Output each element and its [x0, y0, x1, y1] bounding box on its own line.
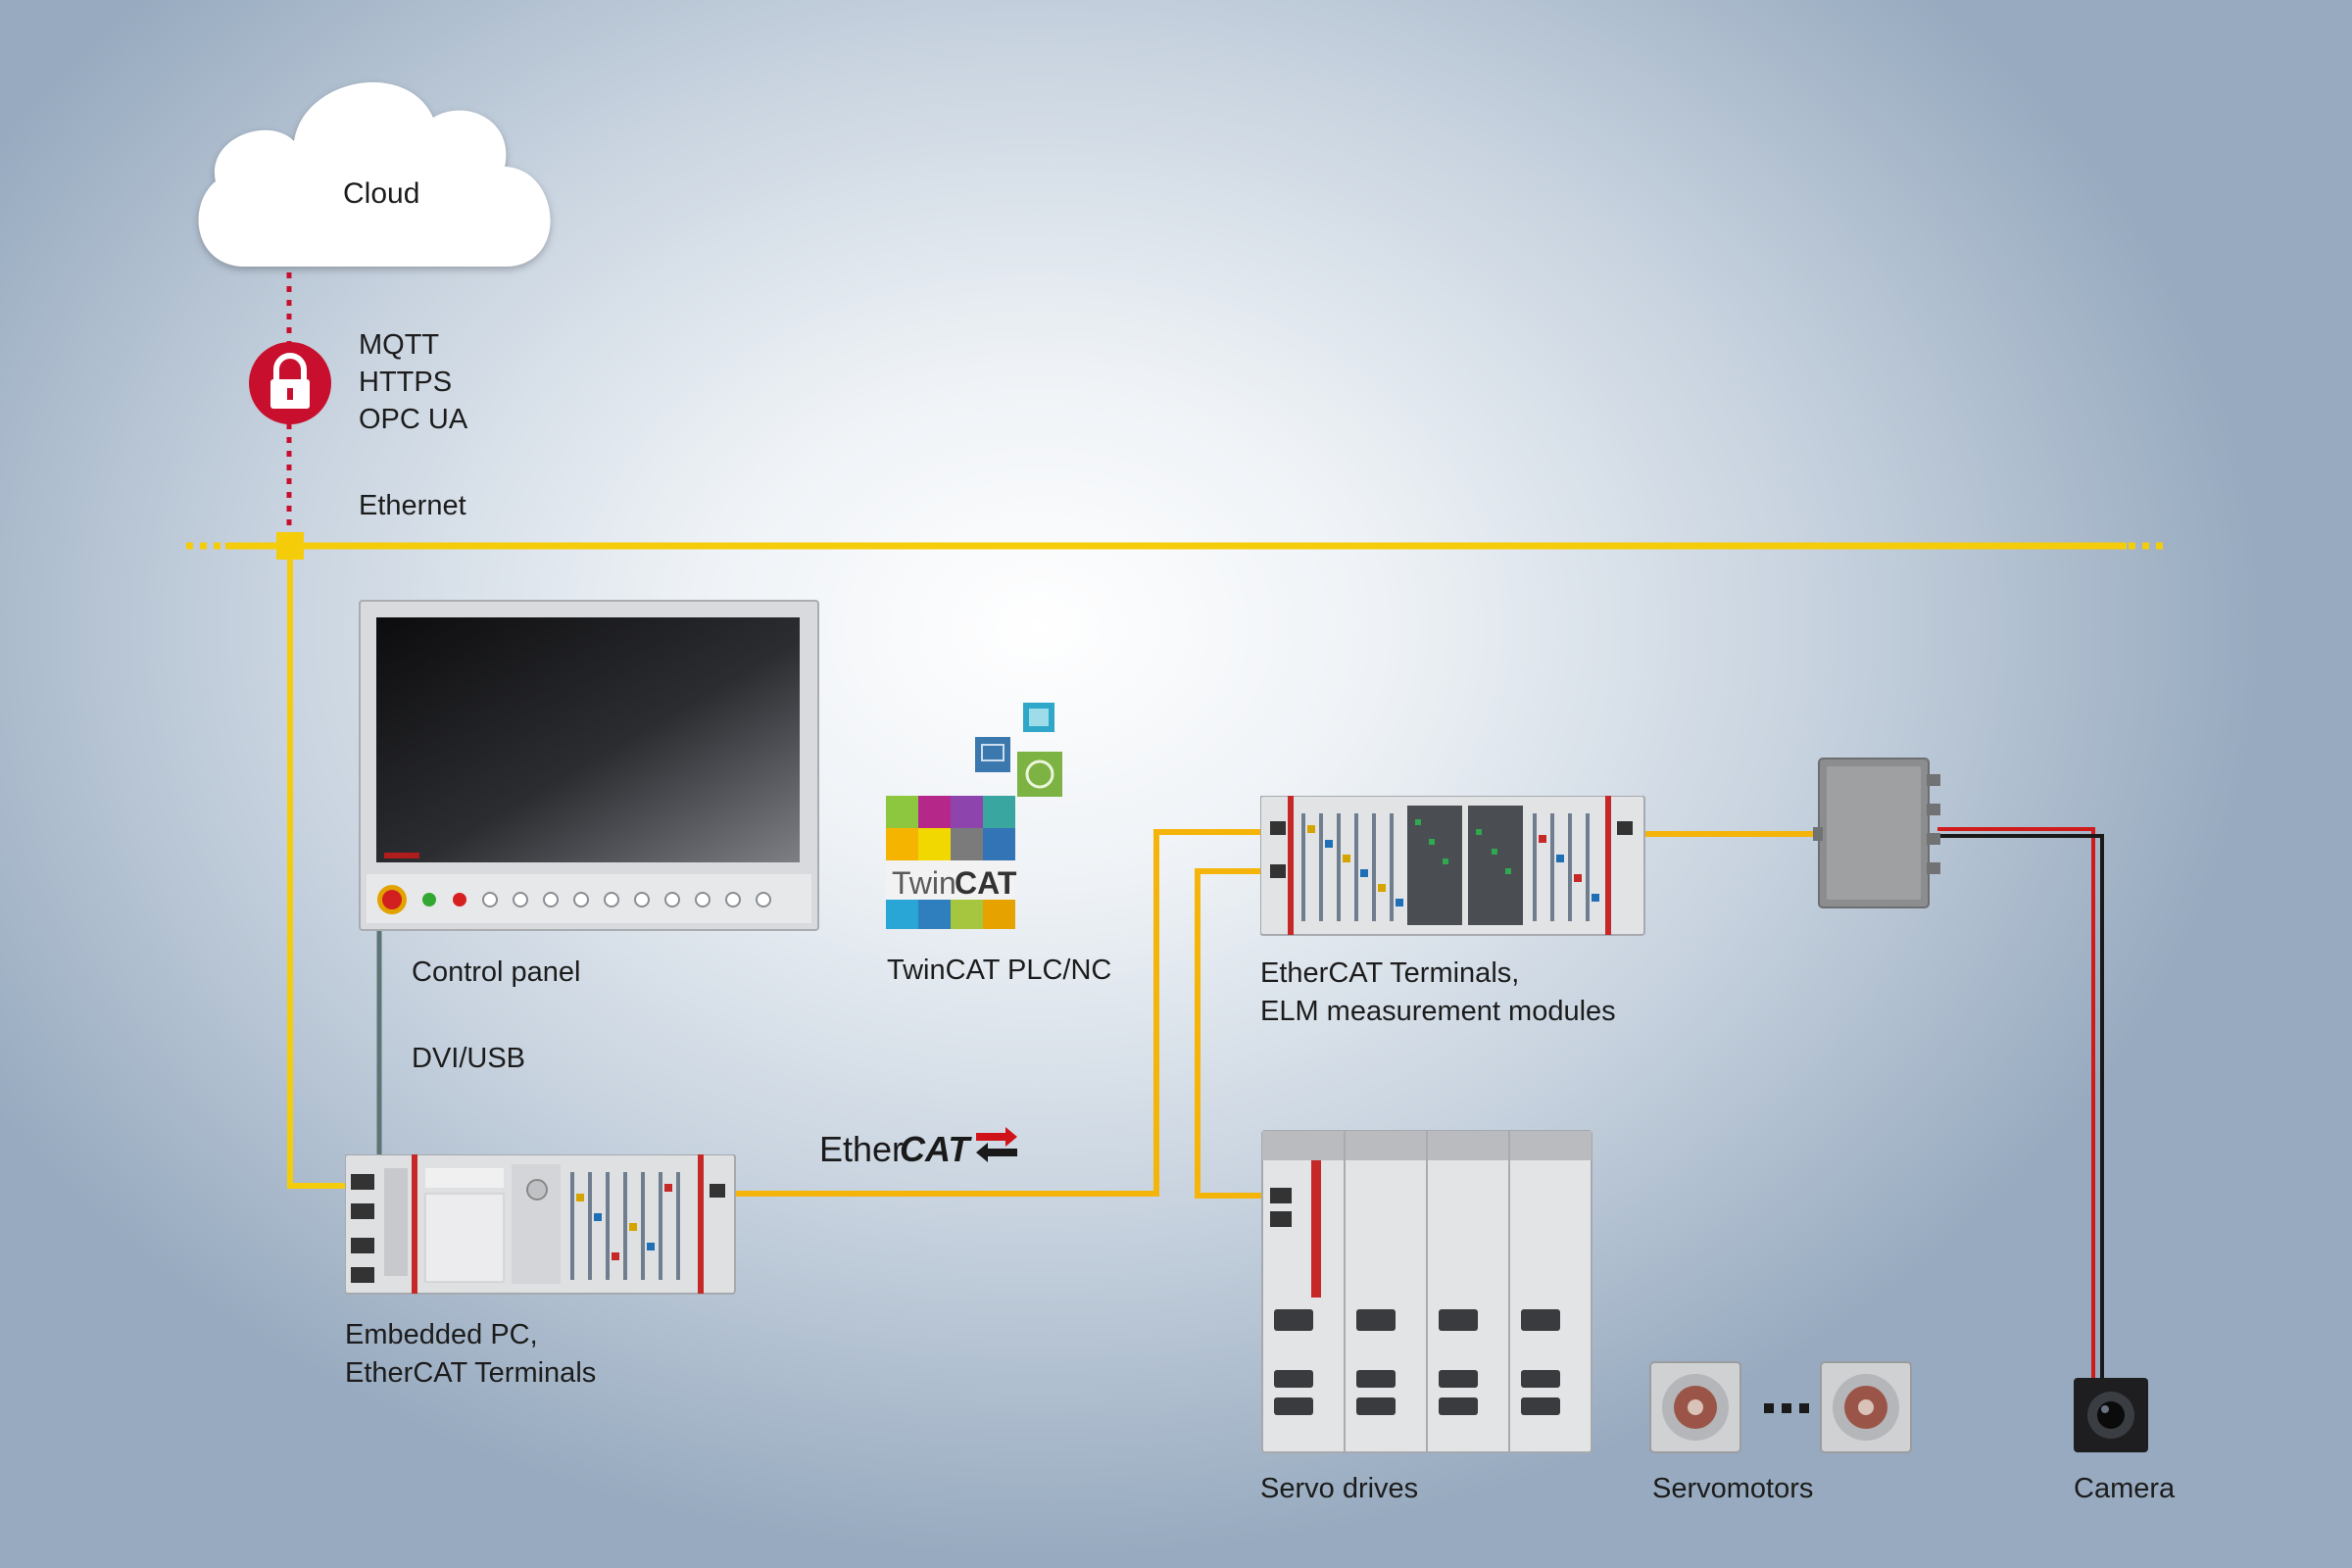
- control-panel-label: Control panel: [412, 956, 581, 988]
- camera-cable-black: [1937, 834, 2104, 1380]
- control-panel-device: [359, 600, 819, 931]
- camera-label: Camera: [2074, 1473, 2176, 1504]
- dvi-usb-label: DVI/USB: [412, 1043, 526, 1074]
- ethernet-drop-line: [287, 546, 351, 1189]
- twincat-logo-twin: Twin: [892, 865, 956, 901]
- ethernet-label: Ethernet: [359, 490, 466, 521]
- ethernet-junction-node: [276, 532, 304, 560]
- cloud-label: Cloud: [343, 177, 420, 210]
- ethercat-logo-ether: Ether: [819, 1129, 904, 1169]
- embedded-pc-device: [345, 1154, 736, 1295]
- ethercat-terminals-device: [1260, 796, 1645, 936]
- ethercat-logo: Ether CAT: [819, 1127, 1017, 1169]
- camera-device: [2074, 1378, 2148, 1452]
- servo-drives-label: Servo drives: [1260, 1473, 1419, 1504]
- twincat-logo: Twin CAT: [886, 703, 1062, 929]
- camera-cable-red: [1937, 827, 2095, 1380]
- embedded-pc-label-line2: EtherCAT Terminals: [345, 1357, 597, 1389]
- lock-icon: [249, 342, 331, 424]
- servomotors-device: [1649, 1361, 1912, 1453]
- terminals-label-line2: ELM measurement modules: [1260, 996, 1616, 1027]
- embedded-pc-label-line1: Embedded PC,: [345, 1319, 538, 1350]
- protocol-mqtt: MQTT: [359, 329, 440, 361]
- cloud-icon: [198, 82, 551, 267]
- terminals-label-line1: EtherCAT Terminals,: [1260, 957, 1520, 989]
- protocol-https: HTTPS: [359, 367, 453, 398]
- protocol-opcua: OPC UA: [359, 404, 468, 435]
- twincat-label: TwinCAT PLC/NC: [887, 955, 1112, 986]
- servo-drives-device: [1261, 1130, 1592, 1453]
- ethercat-line-main: [725, 829, 1272, 1197]
- servomotors-label: Servomotors: [1652, 1473, 1814, 1504]
- twincat-logo-cat: CAT: [955, 865, 1017, 901]
- junction-box-device: [1813, 758, 1940, 908]
- ethercat-logo-cat: CAT: [900, 1129, 972, 1169]
- ethercat-line-drives: [1195, 868, 1274, 1199]
